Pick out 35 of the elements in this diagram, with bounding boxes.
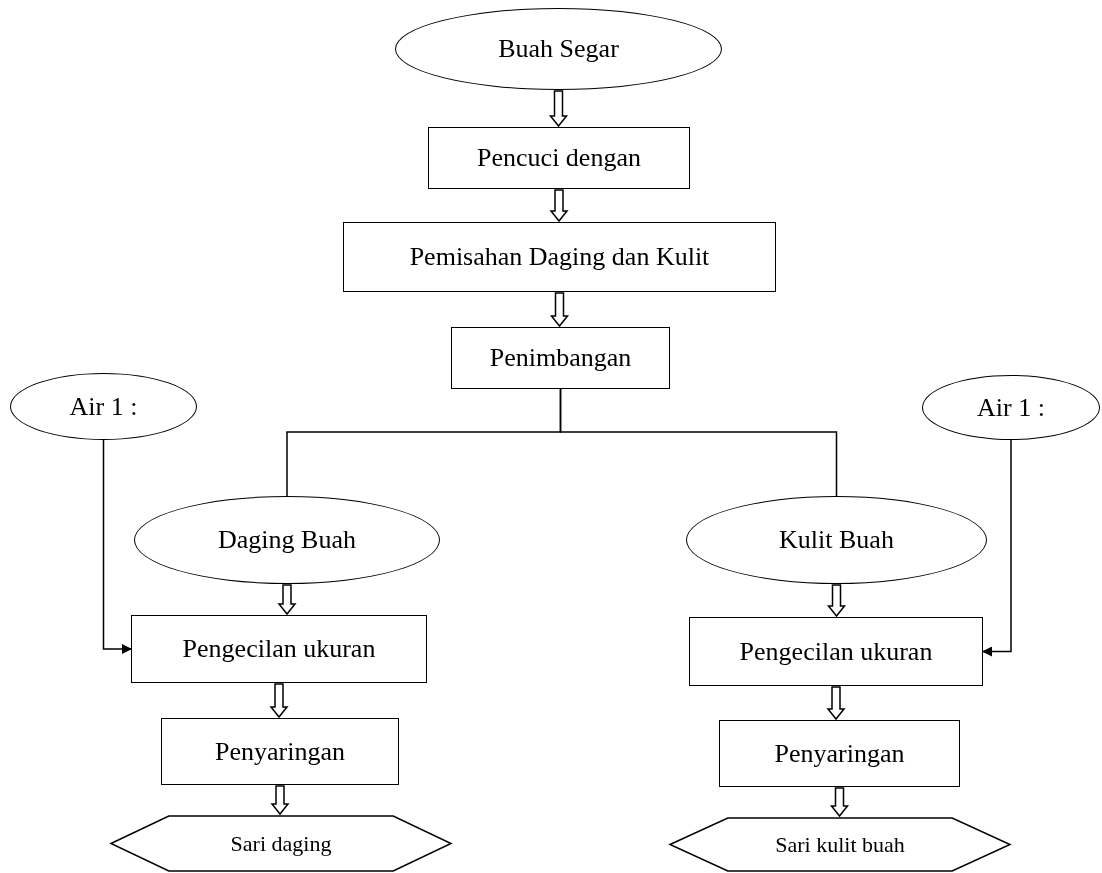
node-label: Penyaringan xyxy=(774,738,905,769)
node-label: Penimbangan xyxy=(489,343,632,373)
hollow-arrow xyxy=(829,787,850,818)
process-box xyxy=(131,615,427,683)
node-label: Daging Buah xyxy=(218,525,356,555)
hollow-arrow xyxy=(826,584,847,618)
node-label: Pengecilan ukuran xyxy=(739,636,933,667)
process-box xyxy=(689,617,983,686)
node-label: Buah Segar xyxy=(498,34,619,64)
node-label: Sari kulit buah xyxy=(775,831,905,858)
hollow-arrow xyxy=(269,683,289,719)
node-label: Pemisahan Daging dan Kulit xyxy=(409,242,710,272)
output-hexagon xyxy=(670,817,1010,872)
node-label: Air 1 : xyxy=(977,392,1045,423)
output-hexagon xyxy=(111,815,451,872)
node-label: Sari daging xyxy=(230,830,332,857)
hollow-arrow xyxy=(549,292,570,328)
node-label: Air 1 : xyxy=(69,391,138,422)
connector-line xyxy=(559,388,838,497)
node-label: Kulit Buah xyxy=(779,525,894,555)
arrow xyxy=(102,439,132,654)
hollow-arrow xyxy=(549,189,569,223)
process-box xyxy=(719,720,960,787)
process-box xyxy=(428,127,690,189)
arrow xyxy=(982,439,1012,657)
node-label: Pengecilan ukuran xyxy=(182,634,376,664)
hollow-arrow xyxy=(548,90,569,128)
hollow-arrow xyxy=(270,785,290,816)
process-box xyxy=(161,718,399,785)
hollow-arrow xyxy=(277,584,297,616)
process-box xyxy=(451,327,670,389)
node-label: Penyaringan xyxy=(215,736,345,767)
node-label: Pencuci dengan xyxy=(477,143,641,173)
process-box xyxy=(343,222,776,292)
hollow-arrow xyxy=(826,686,846,721)
